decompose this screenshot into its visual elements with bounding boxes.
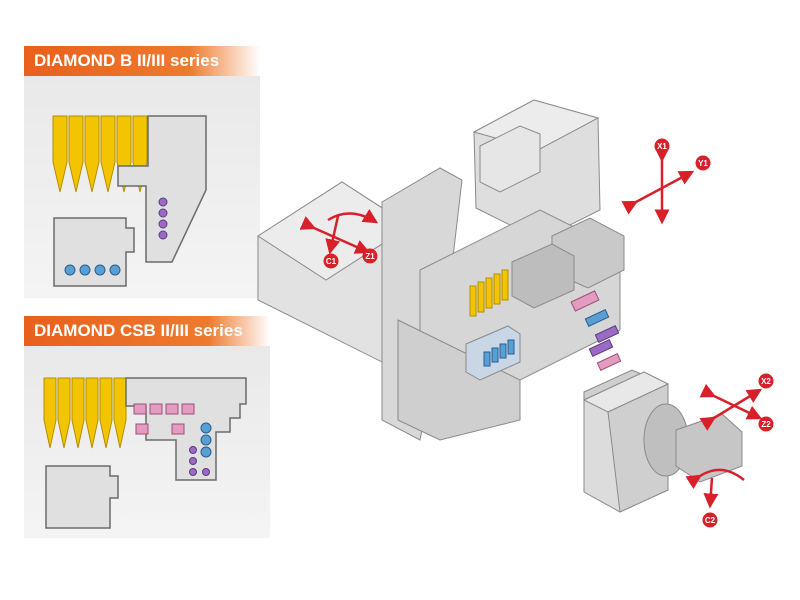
axis-label-z2: Z2 bbox=[761, 420, 771, 429]
axis-label-x2: X2 bbox=[761, 377, 771, 386]
machine-illustration bbox=[257, 99, 625, 441]
axis-badge-z1: Z1 bbox=[362, 248, 378, 264]
axis-c2 bbox=[685, 468, 745, 509]
series-b-lower-holder bbox=[53, 217, 135, 287]
axis-label-y1: Y1 bbox=[698, 159, 708, 168]
axis-badge-z2: Z2 bbox=[758, 416, 774, 432]
series-csb-lower-holder bbox=[45, 465, 119, 529]
machine-blue-tools bbox=[483, 339, 515, 367]
axis-label-x1: X1 bbox=[657, 142, 667, 151]
series-b-live-tools bbox=[64, 264, 121, 276]
series-csb-gang-tools bbox=[43, 377, 127, 449]
series-csb-drill-holes bbox=[189, 446, 210, 476]
series-b-tooling-layout bbox=[52, 115, 207, 287]
axis-badge-c1: C1 bbox=[323, 253, 339, 269]
series-csb-title: DIAMOND CSB II/III series bbox=[34, 321, 243, 340]
series-b-drill-holes bbox=[158, 197, 168, 240]
axis-badge-x1: X1 bbox=[654, 138, 670, 154]
series-csb-tooling-layout bbox=[43, 377, 247, 529]
axis-badge-c2: C2 bbox=[702, 512, 718, 528]
axis-label-c1: C1 bbox=[326, 257, 337, 266]
turret-slide bbox=[511, 243, 575, 309]
sub-spindle-unit bbox=[582, 369, 743, 513]
series-b-banner: DIAMOND B II/III series bbox=[24, 46, 260, 76]
machine-gang-tools bbox=[469, 269, 509, 317]
axis-label-z1: Z1 bbox=[365, 252, 375, 261]
series-b-tool-holder bbox=[117, 115, 207, 263]
series-csb-banner: DIAMOND CSB II/III series bbox=[24, 316, 270, 346]
axis-c1-z1 bbox=[299, 209, 379, 255]
axis-badge-y1: Y1 bbox=[695, 155, 711, 171]
series-b-title: DIAMOND B II/III series bbox=[34, 51, 220, 70]
series-csb-pink-holders bbox=[133, 403, 195, 435]
axis-badge-x2: X2 bbox=[758, 373, 774, 389]
axis-label-c2: C2 bbox=[705, 516, 716, 525]
axis-x1-y1 bbox=[621, 147, 695, 225]
machine-right-tools bbox=[570, 290, 622, 371]
axis-x2-z2 bbox=[699, 383, 763, 431]
